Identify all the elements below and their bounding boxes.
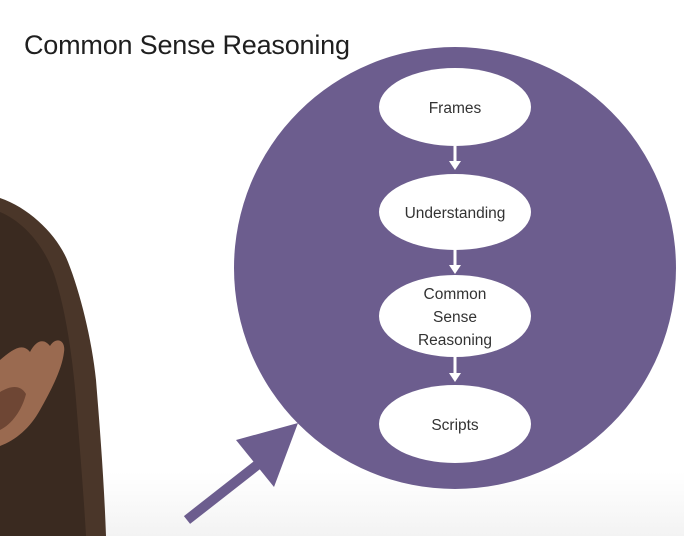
node-common-sense-reasoning-label-line1: Common [424,286,487,303]
pointer-arrow-head [236,423,298,487]
presenter-hand-shadow [0,387,26,430]
arrow-common-sense-to-scripts [449,356,461,382]
slide-title: Common Sense Reasoning [24,30,350,60]
node-scripts-shape [379,385,531,463]
node-common-sense-reasoning-label-line3: Reasoning [418,332,492,349]
node-common-sense-reasoning-shape [379,275,531,357]
presenter-hand [0,340,65,446]
arrow-understanding-to-common-sense [449,249,461,274]
pointer-arrow-shaft [183,451,274,524]
arrow-frames-to-understanding [449,146,461,170]
node-scripts: Scripts [379,385,531,463]
node-understanding: Understanding [379,174,531,250]
connector-arrows [449,146,461,382]
presenter-image [0,198,106,536]
node-scripts-label: Scripts [431,417,479,434]
node-common-sense-reasoning-label-line2: Sense [433,309,477,326]
node-frames-label: Frames [429,100,482,117]
pointer-arrow [183,423,298,524]
node-common-sense-reasoning: Common Sense Reasoning [379,275,531,357]
node-frames-shape [379,68,531,146]
node-understanding-shape [379,174,531,250]
node-frames: Frames [379,68,531,146]
node-understanding-label: Understanding [405,205,506,222]
